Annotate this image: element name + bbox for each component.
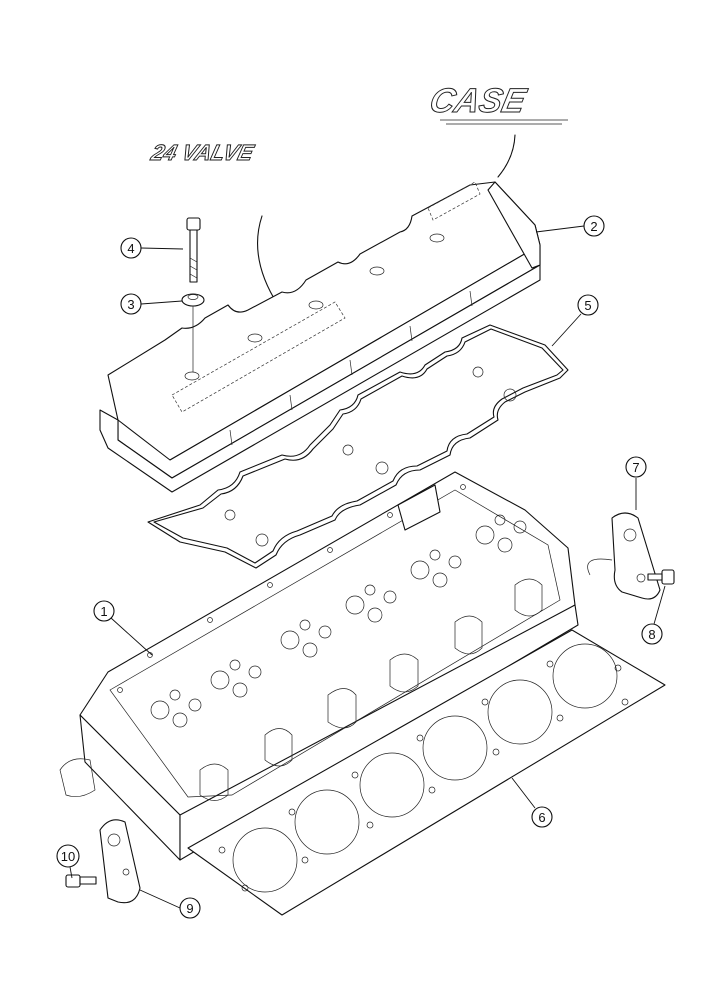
callout-3-label: 3: [127, 297, 134, 312]
case-decal-text: CASE: [427, 82, 530, 120]
callout-10-label: 10: [61, 849, 75, 864]
callout-9: 9: [139, 889, 201, 919]
callout-2-label: 2: [590, 219, 597, 234]
callout-10: 10: [56, 844, 80, 879]
valve-decal-leader: [257, 215, 279, 306]
callout-6: 6: [511, 777, 553, 828]
grommet: [181, 293, 205, 372]
callout-1-label: 1: [100, 604, 107, 619]
case-decal: CASE: [426, 82, 568, 125]
valve-decal-text: 24 VALVE: [148, 140, 257, 165]
cover-bolt: [186, 217, 201, 283]
plate-bolt-rear: [647, 569, 675, 585]
head-gasket: [187, 629, 666, 916]
callout-7-label: 7: [632, 460, 639, 475]
plate-bolt-front: [65, 874, 97, 888]
callout-2: 2: [535, 215, 605, 237]
callout-7: 7: [625, 456, 647, 510]
callout-1: 1: [93, 600, 153, 656]
callout-5-label: 5: [584, 298, 591, 313]
callout-8: 8: [641, 585, 666, 645]
callout-4: 4: [120, 237, 184, 259]
valve-cover: [99, 181, 541, 493]
callout-4-label: 4: [127, 241, 134, 256]
callout-6-label: 6: [538, 810, 545, 825]
cover-plate-front: [99, 819, 141, 904]
callout-8-label: 8: [648, 627, 655, 642]
valve-cover-gasket: [147, 324, 569, 569]
callout-3: 3: [120, 293, 183, 315]
callout-9-label: 9: [186, 901, 193, 916]
callout-5: 5: [551, 294, 599, 347]
cover-plate-rear: [587, 512, 661, 600]
valve-decal: 24 VALVE: [147, 140, 257, 166]
case-decal-leader: [497, 134, 516, 178]
valve-cluster: [150, 514, 527, 728]
